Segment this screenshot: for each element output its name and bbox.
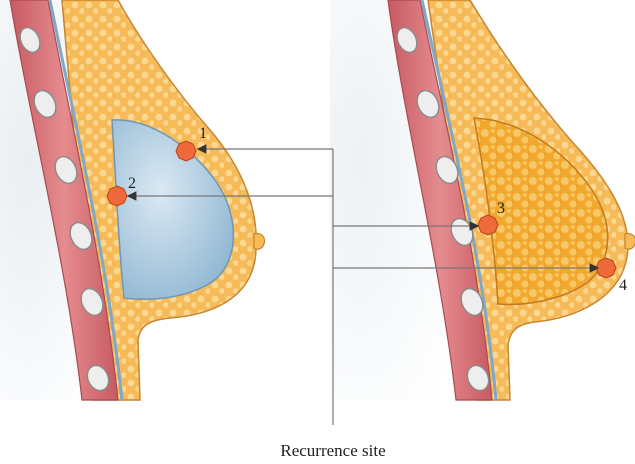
site-label-2: 2 [128, 175, 136, 192]
left-nipple [254, 234, 265, 250]
right-nipple [625, 234, 635, 250]
site-label-4: 4 [619, 277, 627, 294]
figure-caption: Recurrence site [280, 441, 385, 460]
tumor-marker-icon [107, 186, 127, 206]
tumor-marker-icon [596, 258, 616, 278]
site-label-1: 1 [199, 125, 207, 142]
site-label-3: 3 [497, 200, 505, 217]
tumor-marker-icon [478, 215, 498, 235]
tumor-marker-icon [176, 141, 196, 161]
